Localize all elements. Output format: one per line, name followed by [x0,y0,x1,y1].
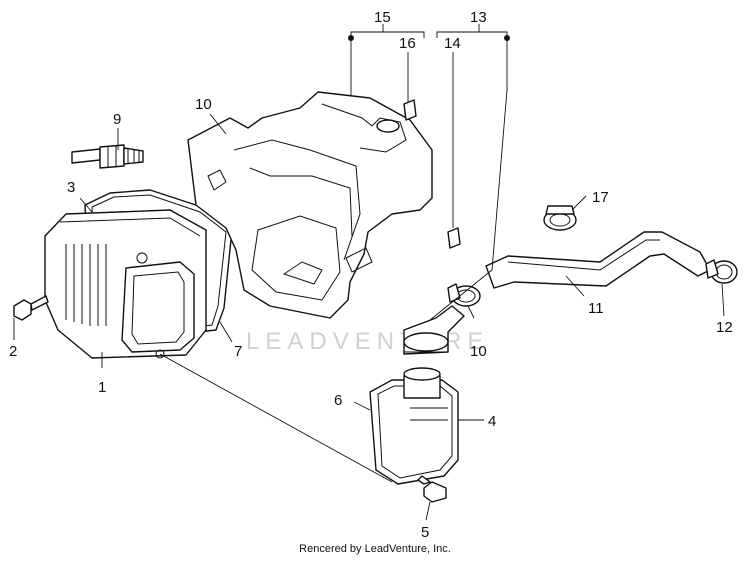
callout-12: 12 [716,319,733,336]
callout-3: 3 [67,179,75,196]
group-bracket-15 [348,24,425,41]
render-credit: Rencered by LeadVenture, Inc. [299,543,451,555]
breather-hose [485,231,711,289]
callout-6: 6 [334,392,342,409]
hose-clamp-10 [447,283,481,307]
elbow-fitting [403,305,465,355]
spark-plug [71,144,144,169]
callout-13: 13 [470,9,487,26]
callout-1: 1 [98,379,106,396]
callout-11: 11 [588,300,604,317]
bolt-2 [13,295,49,321]
callout-4: 4 [488,413,496,430]
callout-7: 7 [234,343,242,360]
breather-box [369,367,459,485]
callout-2: 2 [9,343,17,360]
clip-16 [403,99,417,121]
callout-17: 17 [592,189,609,206]
leader-lines [13,40,725,521]
callout-14: 14 [444,35,461,52]
group-bracket-13 [436,24,510,41]
callout-10-upper: 10 [195,96,212,113]
screw-5 [417,475,447,503]
air-cover-housing [187,91,433,319]
clip-14 [447,227,461,249]
watermark: LEADVENTURE [246,328,489,355]
callout-9: 9 [113,111,121,128]
cylinder-head-cover [44,209,207,359]
callout-15: 15 [374,9,391,26]
callout-5: 5 [421,524,429,541]
hose-clamp-12 [705,259,738,284]
callout-10-lower: 10 [470,343,487,360]
callout-16: 16 [399,35,416,52]
spring-clip-17 [543,205,577,231]
